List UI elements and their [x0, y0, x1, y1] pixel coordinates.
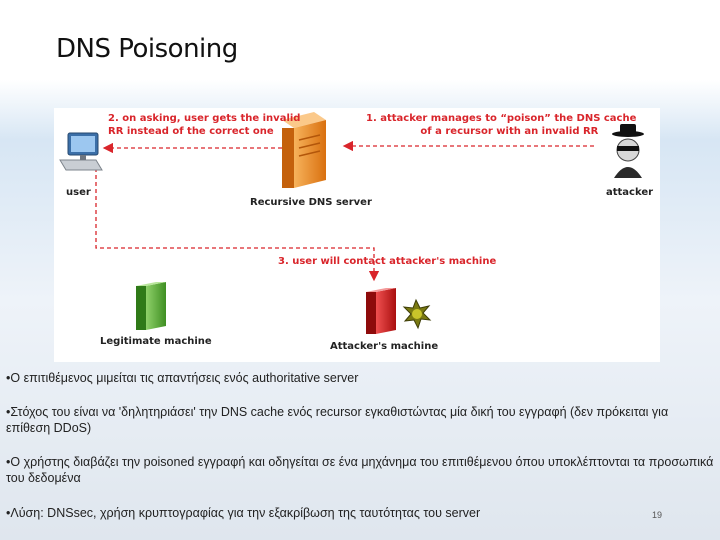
bullet-4: •Λύση: DNSsec, χρήση κρυπτογραφίας για τ…	[6, 506, 481, 520]
bullet-3: •Ο χρήστης διαβάζει την poisoned εγγραφή…	[6, 455, 714, 485]
attackers-machine-icon	[366, 288, 396, 334]
bullet-2: •Στόχος του είναι να 'δηλητηριάσει' την …	[6, 405, 669, 435]
attacker-icon	[612, 124, 644, 178]
note-step-3: 3. user will contact attacker's machine	[278, 256, 497, 267]
recursor-label: Recursive DNS server	[250, 197, 372, 208]
attacker-label: attacker	[606, 187, 654, 198]
bullet-1: •Ο επιτιθέμενος μιμείται τις απαντήσεις …	[6, 371, 359, 385]
attackers-machine-label: Attacker's machine	[330, 341, 439, 352]
dns-poisoning-diagram: user Recursive DNS server attacker Legit…	[54, 108, 660, 362]
legitimate-machine-label: Legitimate machine	[100, 336, 212, 347]
recursive-server-icon	[282, 112, 326, 188]
user-label: user	[66, 187, 91, 198]
user-computer-icon	[59, 132, 103, 171]
slide-title: DNS Poisoning	[56, 34, 238, 64]
diagram-graphics	[59, 112, 644, 334]
legitimate-machine-icon	[136, 282, 166, 330]
page-number: 19	[652, 510, 663, 520]
note-step-2: 2. on asking, user gets the invalid RR i…	[108, 113, 301, 137]
virus-icon	[402, 298, 432, 330]
note-step-1: 1. attacker manages to “poison” the DNS …	[366, 113, 637, 137]
arrow-contact-attacker	[95, 168, 380, 282]
